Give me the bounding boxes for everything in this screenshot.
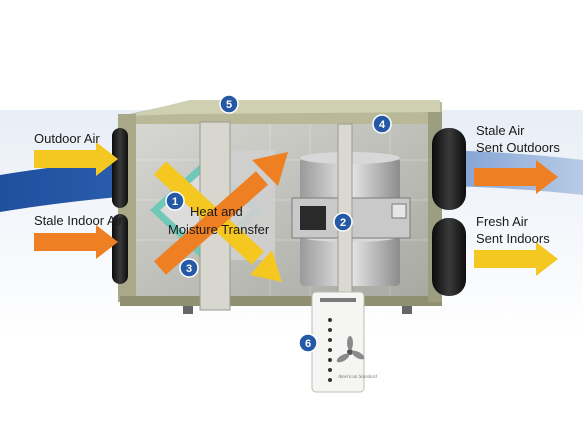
badge-5: 5 bbox=[219, 94, 239, 114]
unit-bottom-frame bbox=[120, 296, 442, 306]
right-lower-duct bbox=[432, 218, 466, 296]
badge-2: 2 bbox=[333, 212, 353, 232]
fresh-air-line1: Fresh Air bbox=[476, 214, 529, 229]
stale-indoor-air-arrow bbox=[34, 225, 118, 259]
fan-icon bbox=[336, 336, 365, 363]
left-lower-duct bbox=[112, 214, 128, 284]
badge-1: 1 bbox=[165, 191, 185, 211]
motor-block bbox=[300, 206, 326, 230]
outdoor-air-label: Outdoor Air bbox=[34, 131, 100, 146]
badge-6-label: 6 bbox=[305, 338, 311, 350]
orange-cross-arrow bbox=[154, 152, 288, 275]
fresh-air-sent-indoors-label: Fresh Air Sent Indoors bbox=[476, 213, 550, 247]
heat-moisture-transfer-label: Heat and bbox=[190, 203, 243, 221]
badge-6: 6 bbox=[298, 333, 318, 353]
badge-4-label: 4 bbox=[379, 119, 386, 131]
heat-moisture-line2: Moisture Transfer bbox=[168, 222, 270, 237]
badge-4: 4 bbox=[372, 114, 392, 134]
badge-2-label: 2 bbox=[340, 217, 346, 229]
badge-3: 3 bbox=[179, 258, 199, 278]
stale-air-line2: Sent Outdoors bbox=[476, 140, 560, 155]
foot-right bbox=[402, 306, 412, 314]
remote-brand: American Standard bbox=[337, 375, 377, 380]
fresh-air-line2: Sent Indoors bbox=[476, 231, 550, 246]
fresh-air-sent-indoors-arrow bbox=[474, 242, 558, 276]
stale-air-sent-outdoors-arrow bbox=[474, 160, 558, 194]
motor-box bbox=[391, 203, 407, 219]
heat-moisture-line1: Heat and bbox=[190, 204, 243, 219]
heat-moisture-transfer-label-2: Moisture Transfer bbox=[168, 221, 269, 239]
badge-3-label: 3 bbox=[186, 263, 192, 275]
outdoor-air-arrow bbox=[34, 142, 118, 176]
stale-air-line1: Stale Air bbox=[476, 123, 525, 138]
badge-5-label: 5 bbox=[226, 99, 232, 111]
stale-air-sent-outdoors-label: Stale Air Sent Outdoors bbox=[476, 122, 560, 156]
remote-control: American Standard bbox=[311, 291, 377, 393]
badge-1-label: 1 bbox=[172, 196, 178, 208]
right-upper-duct bbox=[432, 128, 466, 210]
stale-indoor-air-label: Stale Indoor Air bbox=[34, 213, 123, 228]
foot-left bbox=[183, 306, 193, 314]
left-upper-duct bbox=[112, 128, 128, 208]
unit-lid bbox=[125, 100, 440, 116]
